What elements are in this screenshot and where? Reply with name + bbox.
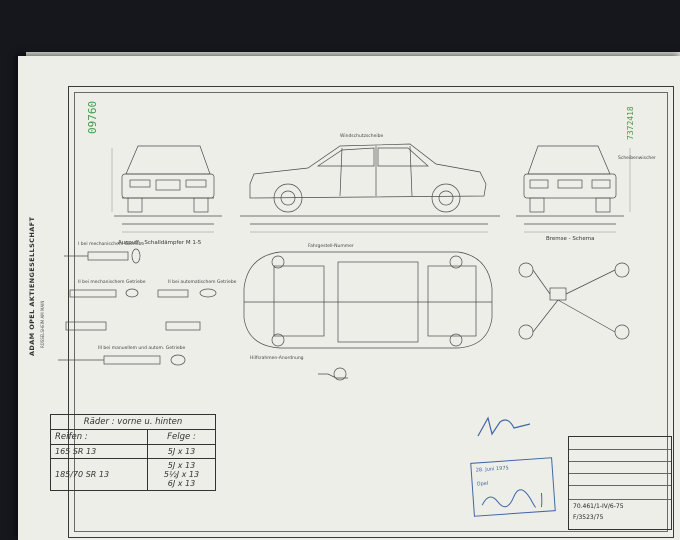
side-view bbox=[240, 143, 500, 225]
brake-title: Bremse - Schema bbox=[546, 236, 595, 242]
exhaust-title: Auspuff - Schalldämpfer M 1-5 bbox=[118, 240, 202, 246]
tyre-size: 185/70 SR 13 bbox=[50, 458, 148, 491]
rim-size: 5J x 13 bbox=[146, 444, 217, 459]
stamp-date: 28. Juni 1975 bbox=[475, 465, 509, 474]
table-row: 185/70 SR 13 5J x 13 5½J x 13 6J x 13 bbox=[50, 458, 217, 491]
wheel-table-header: Räder : vorne u. hinten bbox=[50, 414, 216, 430]
technical-drawing bbox=[58, 143, 631, 381]
wheel-table-col-rims: Felge : bbox=[146, 429, 217, 445]
signature-mark bbox=[481, 489, 543, 511]
exhaust-variants bbox=[58, 248, 217, 366]
approval-stamp: 28. Juni 1975 Opel bbox=[470, 457, 556, 517]
drawing-code-secondary: F/3523/75 bbox=[573, 514, 604, 521]
table-row: 165 SR 13 5J x 13 bbox=[50, 444, 217, 459]
rear-label: Scheibenwischer bbox=[618, 156, 656, 161]
rear-view bbox=[516, 145, 624, 225]
drawing-frame bbox=[68, 86, 674, 538]
signature-mark bbox=[477, 416, 531, 437]
variant-label-3: II bei automatischem Getriebe bbox=[168, 280, 237, 285]
variant-label-1: I bei mechanischem Getriebe bbox=[78, 242, 145, 247]
variant-label-4: III bei manuellem und autom. Getriebe bbox=[98, 346, 186, 351]
blueprint-sheet: 09760 7372418 ADAM OPEL AKTIENGESELLSCHA… bbox=[18, 56, 680, 540]
title-block: 70.461/1-IV/6-75 F/3523/75 bbox=[568, 436, 672, 530]
variant-label-2: II bei mechanischem Getriebe bbox=[78, 280, 146, 285]
rim-size: 6J x 13 bbox=[167, 479, 196, 488]
wheel-table-col-tyres: Reifen : bbox=[50, 429, 148, 445]
rim-size-list: 5J x 13 5½J x 13 6J x 13 bbox=[146, 458, 217, 491]
drawing-inner-frame bbox=[74, 92, 668, 532]
drawing-code: 70.461/1-IV/6-75 bbox=[573, 503, 624, 510]
rim-size: 5½J x 13 bbox=[163, 470, 200, 479]
front-view bbox=[114, 145, 222, 225]
stamp-text: Opel bbox=[476, 480, 489, 488]
side-label-chassis: Fahrgestell-Nummer bbox=[308, 244, 354, 249]
floor-label: Hilfsrahmen-Anordnung bbox=[250, 356, 304, 361]
wheel-table: Räder : vorne u. hinten Reifen : Felge :… bbox=[50, 414, 217, 491]
floor-plan-view bbox=[243, 251, 493, 381]
brake-scheme bbox=[518, 262, 630, 340]
rim-size: 5J x 13 bbox=[167, 461, 196, 470]
side-label-windshield: Windschutzscheibe bbox=[340, 134, 384, 139]
tyre-size: 165 SR 13 bbox=[50, 444, 148, 459]
